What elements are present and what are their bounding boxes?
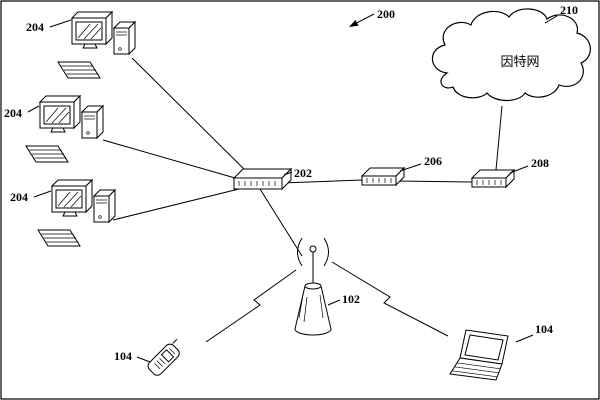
network-switch: 202 <box>232 166 312 191</box>
leader-104-phone <box>136 356 151 363</box>
link-computer1-switch <box>131 57 254 179</box>
label-computer3: 204 <box>10 190 28 204</box>
leader-204-3 <box>33 190 52 198</box>
wave-right-icon <box>323 237 329 267</box>
antenna-tip <box>309 245 317 253</box>
leader-102 <box>327 299 341 306</box>
link-computer2-switch <box>102 139 250 183</box>
internet-name: 因特网 <box>500 55 539 70</box>
tower-shading <box>298 294 324 323</box>
phone-body-group <box>147 338 180 376</box>
leader-208 <box>509 165 529 174</box>
label-switch: 202 <box>294 166 312 180</box>
modem-device: 206 <box>360 154 442 187</box>
computer-2: 204 <box>4 95 104 163</box>
label-ref-210: 210 <box>560 3 578 17</box>
label-computer1: 204 <box>26 20 44 34</box>
internet-cloud: 因特网 210 <box>431 3 591 102</box>
wave-left-icon <box>297 237 303 267</box>
figure-ref-arrow: 200 <box>349 7 395 27</box>
laptop-body-group <box>449 329 509 381</box>
label-modem: 206 <box>424 154 442 168</box>
leader-210 <box>544 15 558 24</box>
label-ref-200: 200 <box>377 7 395 21</box>
tower-top <box>304 282 322 290</box>
link-router-cloud <box>495 105 503 171</box>
wireless-link-phone <box>205 269 297 343</box>
wireless-link-laptop <box>331 261 449 337</box>
link-switch-basestation <box>259 188 303 257</box>
cloud-shape <box>431 8 591 102</box>
computer-1: 204 <box>26 11 136 79</box>
leader-104-laptop <box>515 334 534 343</box>
leader-204-2 <box>27 105 40 113</box>
link-computer3-switch <box>112 186 248 221</box>
tower-cone <box>294 285 332 336</box>
label-computer2: 204 <box>4 106 22 120</box>
label-phone: 104 <box>114 349 132 363</box>
network-links <box>102 57 503 343</box>
router-ports <box>476 180 502 185</box>
link-modem-router <box>395 180 473 183</box>
leader-206 <box>399 163 422 172</box>
computer-3: 204 <box>10 179 116 247</box>
mobile-phone: 104 <box>114 338 180 376</box>
label-router: 208 <box>531 156 549 170</box>
link-switch-modem <box>281 179 363 184</box>
arrowhead <box>349 20 359 27</box>
modem-ports <box>366 178 392 183</box>
base-station: 102 <box>294 237 360 336</box>
switch-ports <box>238 181 276 186</box>
label-laptop: 104 <box>535 322 553 336</box>
label-base-station: 102 <box>342 292 360 306</box>
leader-202 <box>283 171 293 176</box>
router-device: 208 <box>470 156 549 189</box>
laptop: 104 <box>449 322 553 381</box>
leader-204-1 <box>49 19 72 28</box>
